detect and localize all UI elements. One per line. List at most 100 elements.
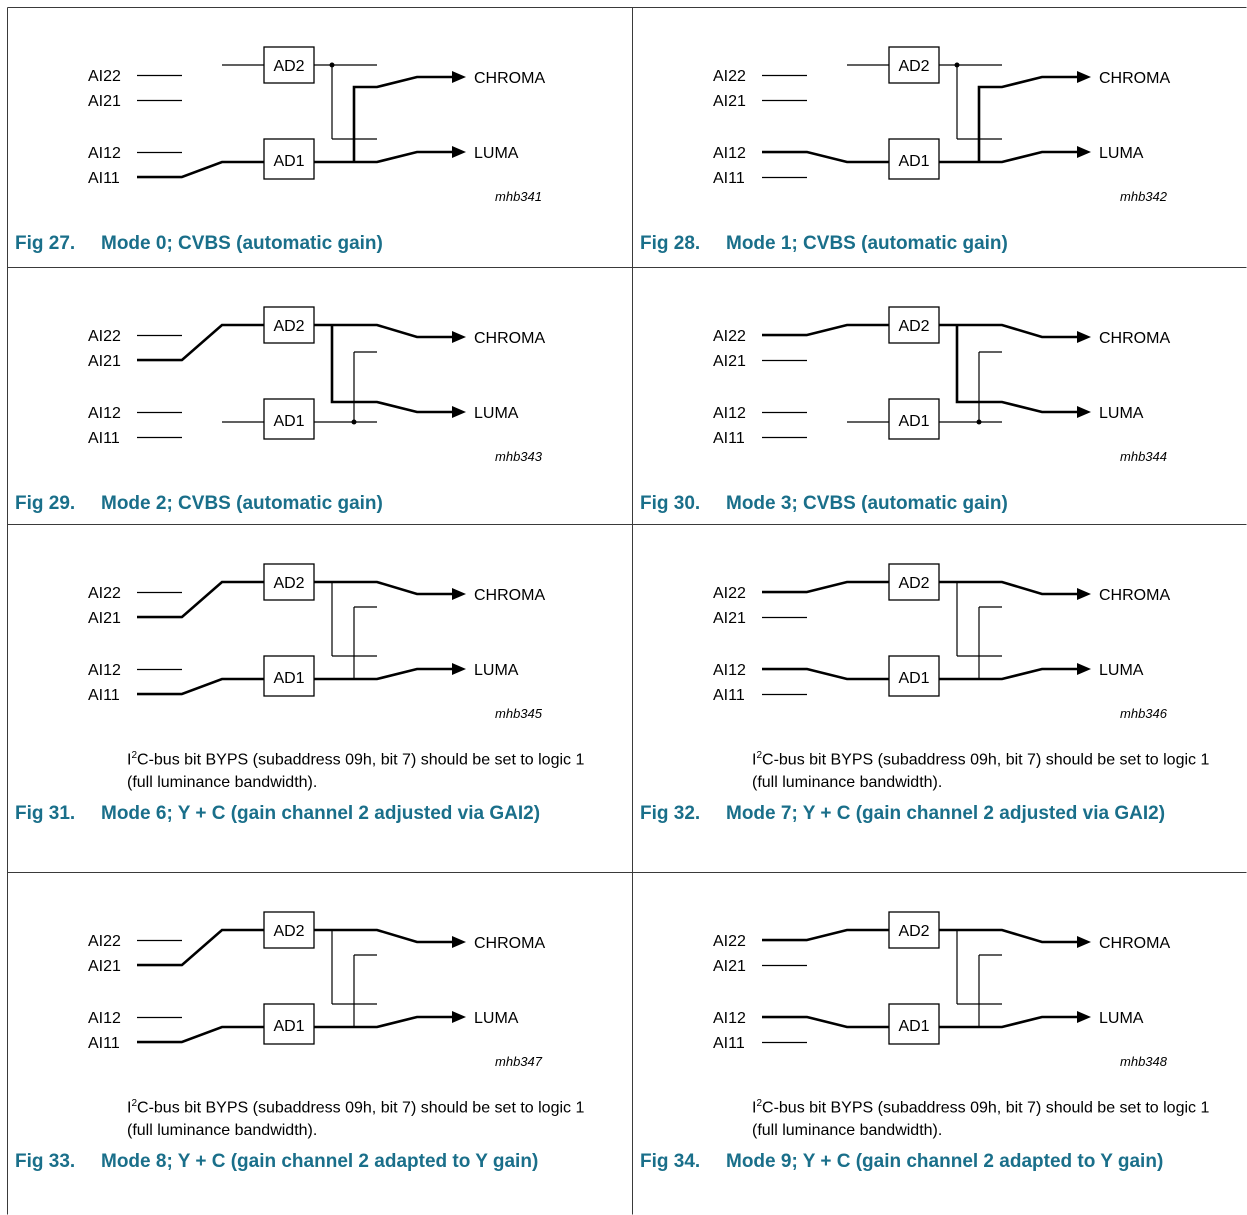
- figure-note: I2C-bus bit BYPS (subaddress 09h, bit 7)…: [127, 744, 587, 794]
- input-label-ai22: AI22: [713, 585, 746, 602]
- note-superscript: 2: [756, 750, 763, 761]
- note-text: C-bus bit BYPS (subaddress 09h, bit 7) s…: [127, 751, 585, 792]
- ad1-input-path: [762, 150, 889, 164]
- input-label-ai12: AI12: [713, 1010, 746, 1027]
- ad1-block: [888, 398, 940, 440]
- input-label-ai22: AI22: [88, 933, 121, 950]
- ad1-block: [263, 1003, 315, 1045]
- input-label-ai21: AI21: [713, 93, 746, 110]
- ad2-label: AD2: [898, 58, 929, 75]
- figure-number: Fig 32.: [640, 803, 701, 824]
- figure-caption: Fig 27. Mode 0; CVBS (automatic gain): [15, 232, 571, 255]
- chroma-label: CHROMA: [1099, 70, 1170, 87]
- chroma-label: CHROMA: [1099, 587, 1170, 604]
- ad2-input-path: [137, 928, 264, 967]
- luma-label: LUMA: [1099, 1010, 1144, 1027]
- luma-arrow: [452, 406, 466, 418]
- figure-title: Mode 8; Y + C (gain channel 2 adapted to…: [101, 1151, 539, 1172]
- luma-path: [314, 1015, 454, 1029]
- ad1-label: AD1: [273, 153, 304, 170]
- note-text-prefix: I: [752, 751, 757, 769]
- ad1-block: [888, 1003, 940, 1045]
- input-label-ai12: AI12: [88, 405, 121, 422]
- luma-path: [955, 325, 1079, 414]
- luma-path: [939, 150, 1079, 164]
- input-label-ai21: AI21: [713, 958, 746, 975]
- input-label-ai22: AI22: [88, 68, 121, 85]
- input-label-ai11: AI11: [88, 687, 120, 704]
- chroma-path: [314, 323, 454, 339]
- ad2-input-path: [762, 580, 889, 594]
- ad1-label: AD1: [273, 1018, 304, 1035]
- ad1-block: [263, 655, 315, 697]
- input-label-ai11: AI11: [713, 170, 745, 187]
- ad2-label: AD2: [273, 58, 304, 75]
- ad1-block: [888, 138, 940, 180]
- note-text: C-bus bit BYPS (subaddress 09h, bit 7) s…: [127, 1099, 585, 1140]
- figure-caption: Fig 28.Mode 1; CVBS (automatic gain): [640, 232, 1196, 255]
- input-label-ai11: AI11: [713, 430, 745, 447]
- chroma-label: CHROMA: [474, 587, 545, 604]
- chroma-label: CHROMA: [1099, 330, 1170, 347]
- chroma-label: CHROMA: [474, 330, 545, 347]
- input-label-ai12: AI12: [713, 405, 746, 422]
- ad1-label: AD1: [273, 670, 304, 687]
- note-text-prefix: I: [127, 1099, 132, 1117]
- figure-note: I2C-bus bit BYPS (subaddress 09h, bit 7)…: [752, 744, 1212, 794]
- figure-number: Fig 33.: [15, 1151, 76, 1172]
- figure-caption: Fig 29.Mode 2; CVBS (automatic gain): [15, 492, 571, 515]
- junction-dot: [351, 419, 357, 425]
- figure-caption: Fig 32.Mode 7; Y + C (gain channel 2 adj…: [640, 802, 1196, 825]
- luma-arrow: [1077, 406, 1091, 418]
- luma-path: [314, 150, 454, 164]
- ad2-label: AD2: [898, 318, 929, 335]
- figure-number: Fig 30.: [640, 493, 701, 514]
- input-label-ai21: AI21: [88, 353, 121, 370]
- luma-label: LUMA: [1099, 145, 1144, 162]
- luma-label: LUMA: [474, 405, 519, 422]
- ad1-label: AD1: [273, 413, 304, 430]
- ad1-label: AD1: [898, 1018, 929, 1035]
- luma-label: LUMA: [474, 1010, 519, 1027]
- input-label-ai12: AI12: [88, 145, 121, 162]
- chroma-arrow: [452, 71, 466, 83]
- input-label-ai22: AI22: [713, 68, 746, 85]
- chroma-path: [939, 580, 1079, 596]
- figure-caption: Fig 34.Mode 9; Y + C (gain channel 2 ada…: [640, 1150, 1196, 1173]
- figure-code: mhb341: [495, 189, 542, 204]
- figure-title: Mode 2; CVBS (automatic gain): [101, 493, 383, 514]
- chroma-label: CHROMA: [474, 935, 545, 952]
- figure-number: Fig 31.: [15, 803, 76, 824]
- luma-path: [939, 1015, 1079, 1029]
- input-label-ai21: AI21: [88, 610, 121, 627]
- ad2-input-path: [762, 928, 889, 942]
- input-label-ai12: AI12: [88, 662, 121, 679]
- luma-path: [314, 667, 454, 681]
- note-text-prefix: I: [752, 1099, 757, 1117]
- note-superscript: 2: [131, 750, 138, 761]
- figure-code: mhb344: [1120, 449, 1167, 464]
- note-superscript: 2: [756, 1098, 763, 1109]
- figure-note: I2C-bus bit BYPS (subaddress 09h, bit 7)…: [752, 1092, 1212, 1142]
- grid-borders: [7, 7, 1247, 1215]
- figure-title: Mode 0; CVBS (automatic gain): [101, 233, 383, 254]
- luma-label: LUMA: [1099, 405, 1144, 422]
- note-text-prefix: I: [127, 751, 132, 769]
- ad1-input-path: [137, 1025, 264, 1044]
- ad1-input-path: [762, 667, 889, 681]
- figure-number: Fig 27.: [15, 233, 76, 254]
- input-label-ai12: AI12: [713, 145, 746, 162]
- chroma-arrow: [1077, 936, 1091, 948]
- input-label-ai21: AI21: [713, 353, 746, 370]
- ad2-label: AD2: [898, 575, 929, 592]
